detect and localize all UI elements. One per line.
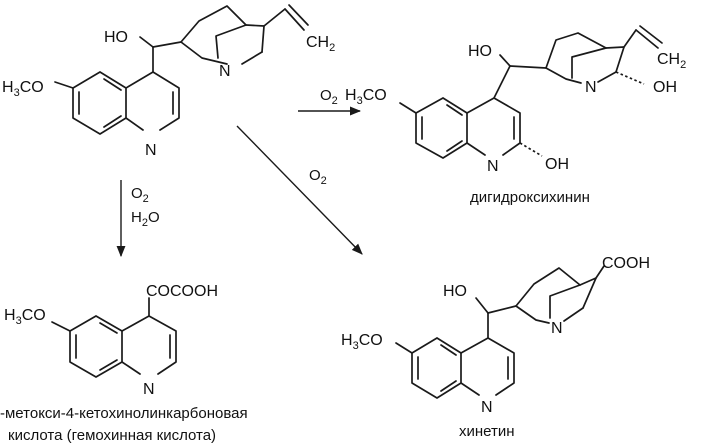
quinetine-methoxy-bond <box>395 342 413 354</box>
quinetine-methoxy-label: H3CO <box>341 332 383 352</box>
quinine-carbinol-oh-bond <box>139 36 154 48</box>
quinetine-benzene-ring <box>411 337 462 399</box>
hemoquinic-acid-structure: COCOOH H3CO N -метокси-4-кетохинолинкарб… <box>0 283 248 444</box>
dihydroxyquinine-n-ring-label: N <box>487 158 499 175</box>
dihydroxyquinine-c2-oh-bond <box>519 142 543 157</box>
quinetine-cage-bridge <box>549 284 581 319</box>
dihydroxyquinine-cage-oh-bond <box>615 71 645 85</box>
dihydroxyquinine-cage-n-right <box>597 71 617 83</box>
reagent-o2-down: O2 <box>131 185 149 205</box>
dihydroxyquinine-benzene-double-3 <box>446 140 463 152</box>
hemoquinic-methoxy-label: H3CO <box>4 307 46 327</box>
quinetine-benzene-double-3 <box>440 380 457 392</box>
dihydroxyquinine-benzene-double-1 <box>446 104 463 116</box>
dihydroxyquinine-n-cage-label: N <box>585 79 597 96</box>
quinine-ho-label: HO <box>104 29 128 46</box>
quinetine-name: хинетин <box>459 423 515 440</box>
dihydroxyquinine-cage-oh-label: OH <box>653 79 677 96</box>
dihydroxyquinine-vinyl-double-b <box>639 25 663 44</box>
hemoquinic-cocooh-label: COCOOH <box>146 283 218 300</box>
reagent-o2-diagonal: O2 <box>309 167 327 187</box>
quinetine-cooh-bond <box>595 265 605 279</box>
dihydroxyquinine-cage-right <box>605 46 625 73</box>
quinetine-n-ring-label: N <box>481 399 493 416</box>
quinine-cage-bridge <box>215 24 247 59</box>
quinine-carbinol-quinuclidine-bond <box>152 41 182 48</box>
dihydroxyquinine-benzene-ring <box>415 97 468 159</box>
quinine-vinyl-bond <box>263 8 286 27</box>
quinetine-n-cage-label: N <box>551 320 563 337</box>
dihydroxyquinine-c4-carbinol-bond <box>493 65 511 99</box>
dihydroxyquinine-carbinol-cage-bond <box>509 65 547 69</box>
reagent-h2o-down: H2O <box>131 209 160 229</box>
quinine-cage-right <box>245 24 265 53</box>
quinine-benzene-ring <box>72 71 127 135</box>
quinetine-structure: HO COOH N N H3CO хинетин <box>341 255 650 440</box>
dihydroxyquinine-pyridine-bond <box>466 142 486 156</box>
dihydroxyquinine-vinyl-double-a <box>635 29 659 49</box>
quinine-cage-n-right <box>241 51 263 65</box>
quinetine-cage-lower <box>515 305 550 324</box>
quinetine-ho-label: HO <box>443 283 467 300</box>
hemoquinic-pyridine-ring <box>121 315 177 375</box>
dihydroxyquinine-structure: HO N OH N OH H3CO CH2 дигидроксихинин <box>345 25 686 206</box>
quinine-methoxy-bond <box>54 81 74 89</box>
quinetine-cage-right <box>579 277 597 309</box>
dihydroxyquinine-methoxy-bond <box>399 102 417 114</box>
hemoquinic-name-line1: -метокси-4-кетохинолинкарбоновая <box>0 405 248 422</box>
dihydroxyquinine-ch2-label: CH2 <box>657 51 686 71</box>
hemoquinic-n-label: N <box>143 381 155 398</box>
dihydroxyquinine-vinyl-bond <box>623 29 637 48</box>
hemoquinic-benzene-double-1 <box>99 322 118 334</box>
quinine-pyridine-bond <box>125 117 144 131</box>
dihydroxyquinine-ring-oh-label: OH <box>545 156 569 173</box>
quinine-methoxy-label: H3CO <box>2 79 44 99</box>
dihydroxyquinine-pyridine-ring <box>466 97 521 156</box>
quinetine-benzene-double-1 <box>440 344 457 356</box>
quinine-pyridine-ring <box>125 71 180 131</box>
quinetine-pyridine-ring <box>460 337 515 396</box>
quinetine-cage-upper <box>515 267 581 307</box>
dihydroxyquinine-ho-label: HO <box>468 43 492 60</box>
dihydroxyquinine-cage-upper <box>545 32 607 69</box>
quinine-benzene-double-1 <box>103 78 122 91</box>
hemoquinic-benzene-ring <box>69 315 123 378</box>
quinine-ch2-label: CH2 <box>306 34 335 54</box>
dihydroxyquinine-cage-lower <box>545 67 582 84</box>
quinine-benzene-double-3 <box>103 115 122 128</box>
dihydroxyquinine-name: дигидроксихинин <box>470 189 590 206</box>
quinetine-carbinol-oh-bond <box>475 297 489 314</box>
dihydroxyquinine-methoxy-label: H3CO <box>345 87 387 107</box>
quinine-n-ring-label: N <box>145 142 157 159</box>
quinine-vinyl-double-a <box>284 8 305 31</box>
quinetine-cage-n-right <box>563 307 584 322</box>
dihydroxyquinine-carbinol-oh-bond <box>499 54 511 67</box>
quinine-cage-lower <box>180 41 228 65</box>
hemoquinic-name-line2: кислота (гемохинная кислота) <box>8 427 216 444</box>
hemoquinic-benzene-double-3 <box>99 359 118 371</box>
hemoquinic-pyridine-bond <box>121 361 141 375</box>
quinine-cage-upper <box>180 5 247 43</box>
quinetine-pyridine-bond <box>460 382 480 396</box>
hemoquinic-methoxy-bond <box>51 321 71 332</box>
arrow-to-quinetine <box>236 125 363 255</box>
quinetine-carbinol-cage-bond <box>487 305 517 314</box>
dihydroxyquinine-cage-bridge <box>571 47 607 79</box>
quinine-n-cage-label: N <box>219 63 231 80</box>
quinetine-cooh-label: COOH <box>602 255 650 272</box>
reagent-o2-top: O2 <box>320 87 338 107</box>
quinine-structure: HO N N H3CO CH2 <box>2 4 335 159</box>
quinine-vinyl-double-b <box>288 4 309 26</box>
